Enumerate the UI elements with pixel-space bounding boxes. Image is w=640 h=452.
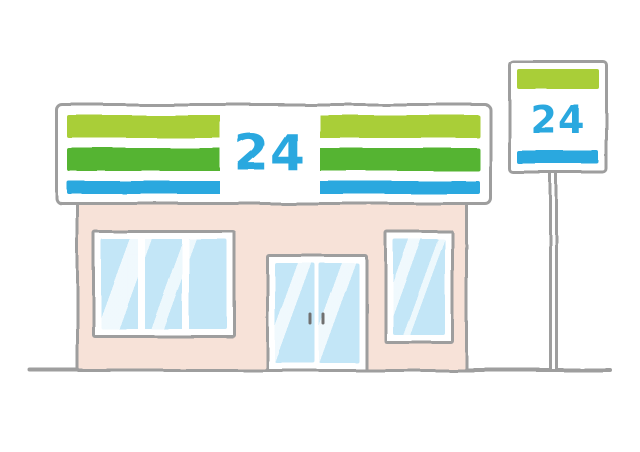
door-handle-right [322, 313, 325, 325]
pole-sign-24-label: 24 [530, 98, 586, 142]
pole-sign: 24 [508, 60, 608, 174]
pole-sign-stripe-light-green [517, 69, 599, 89]
left-window-glass [101, 239, 227, 329]
left-window [92, 230, 236, 338]
door-panel-left [275, 263, 315, 363]
entrance-doors [266, 254, 368, 372]
window-mullion [182, 239, 189, 329]
storefront-sign: 24 [55, 103, 492, 205]
window-mullion [138, 239, 145, 329]
sign-number-patch: 24 [220, 108, 320, 198]
sign-pole [549, 168, 558, 372]
right-window-glass [393, 239, 445, 335]
storefront-24-label: 24 [234, 124, 306, 182]
pole-sign-stripe-blue [517, 151, 599, 164]
door-handle-left [309, 313, 312, 325]
right-window [384, 230, 454, 344]
door-panel-right [319, 263, 359, 363]
